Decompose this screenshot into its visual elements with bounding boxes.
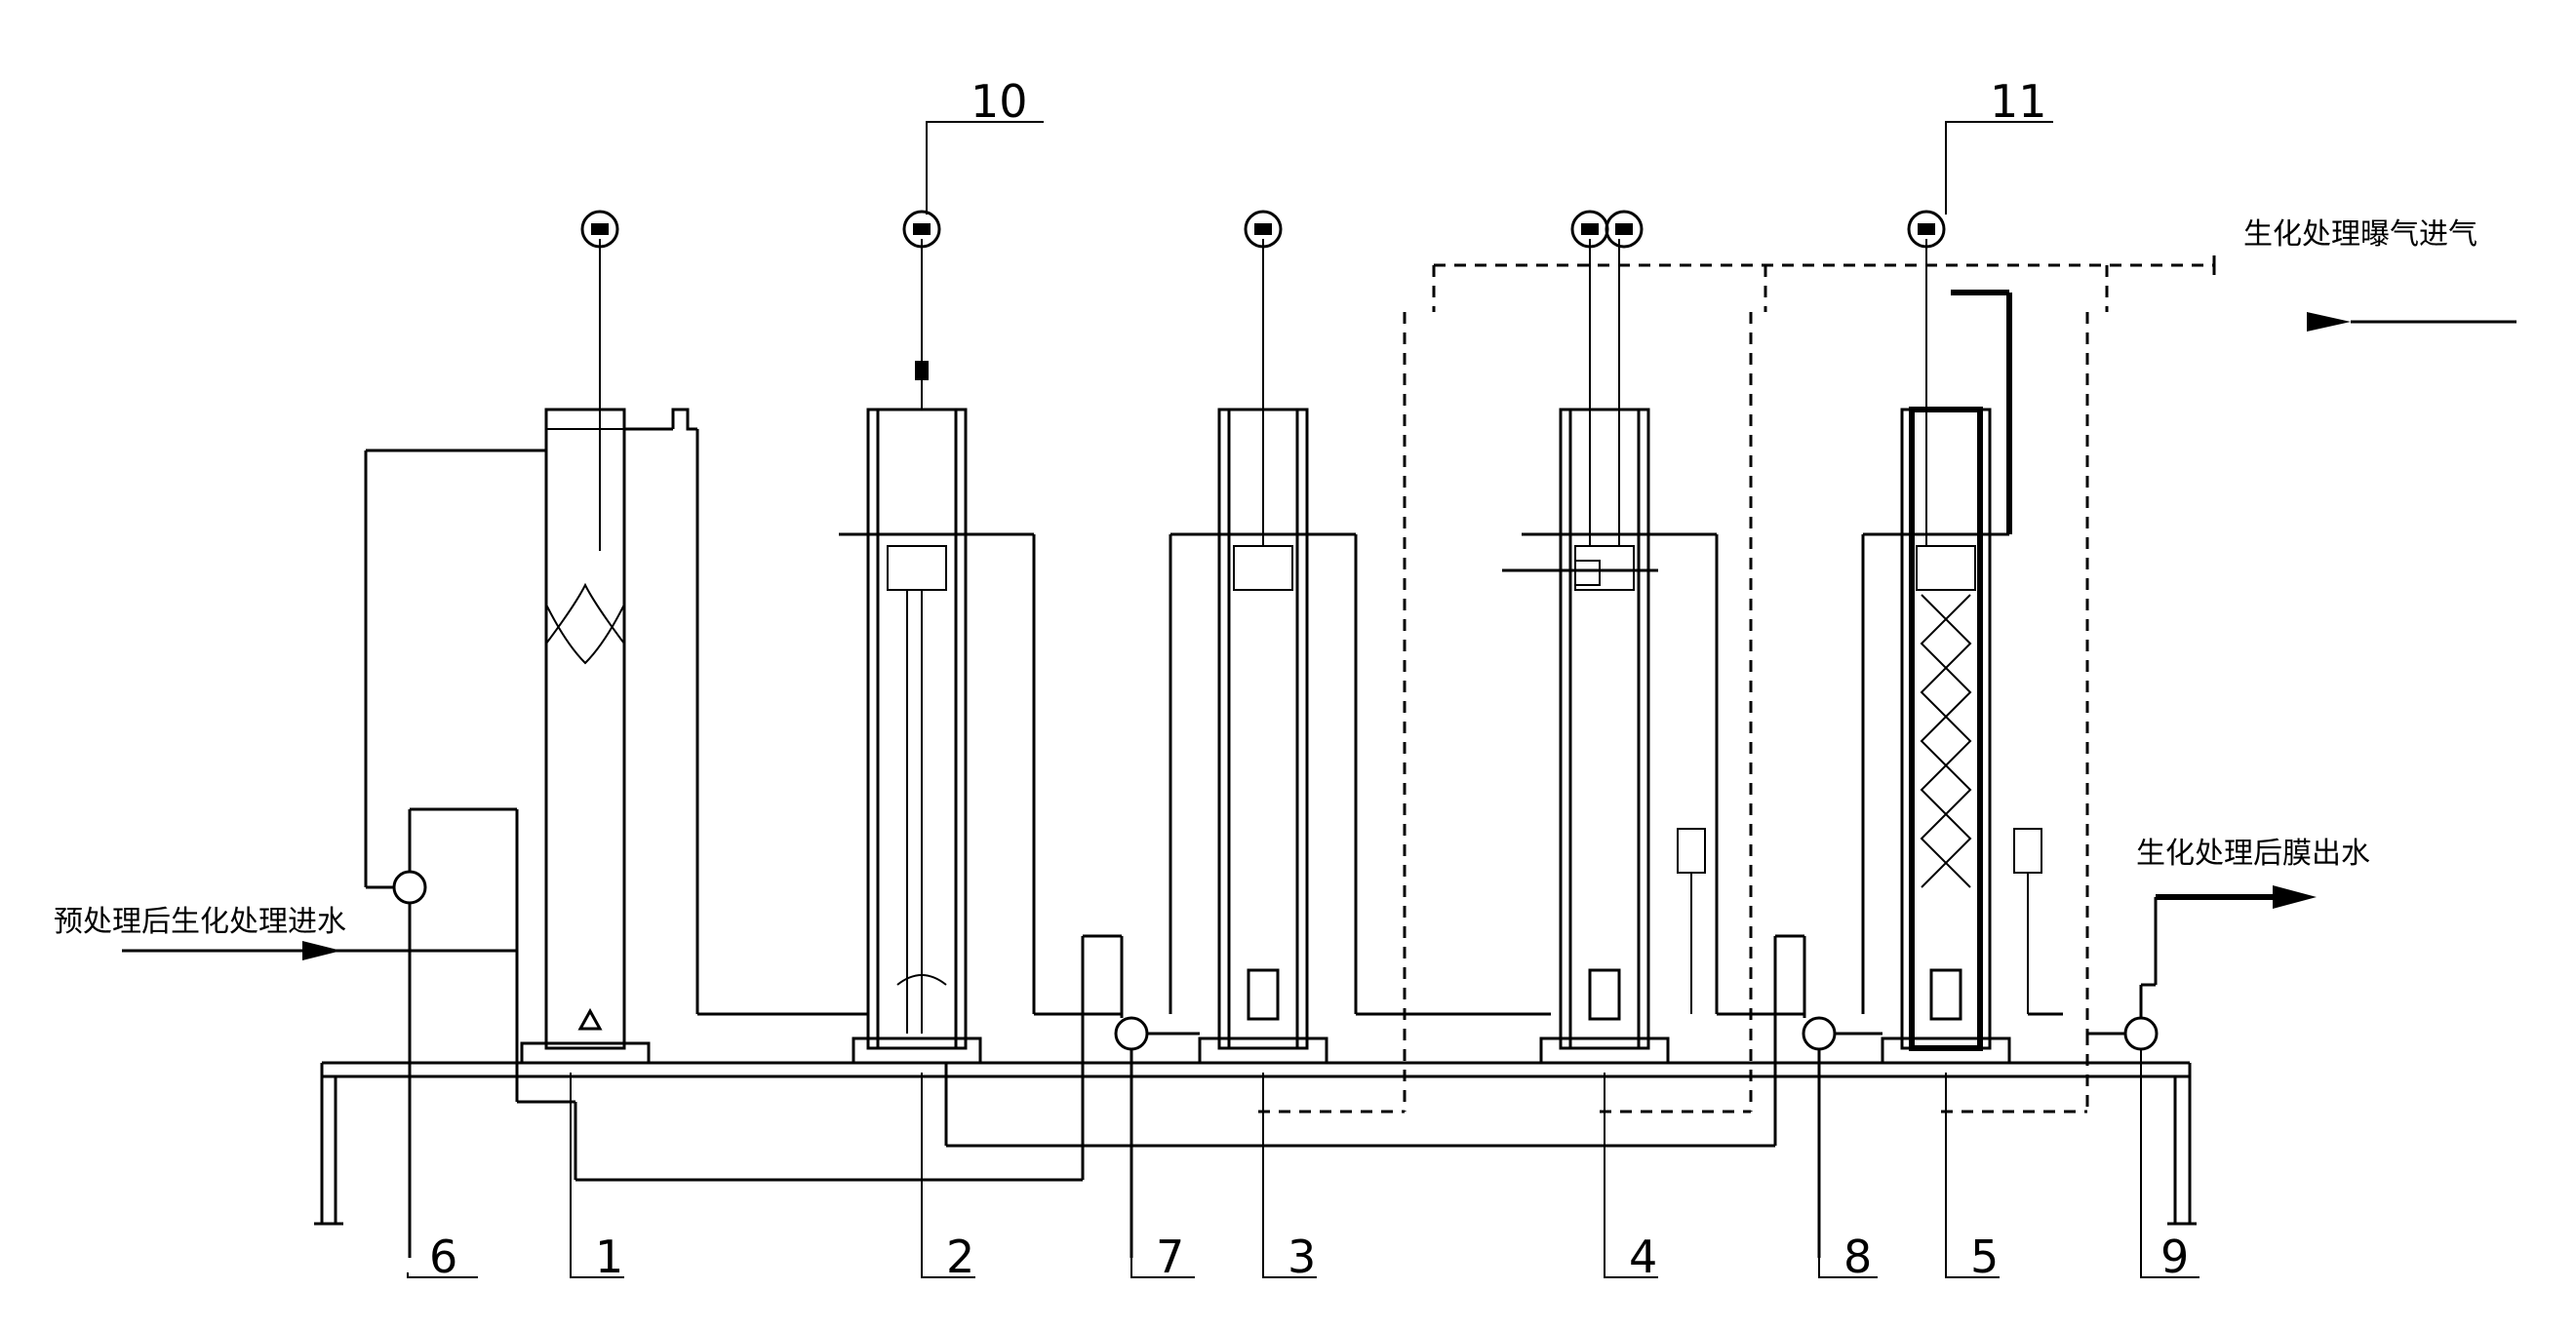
component-labels: 1 2 3 4 5 6 7 8 9 10 11 [429,75,2189,1283]
label-5: 5 [1970,1231,1999,1283]
pump-8 [944,934,1882,1258]
label-10: 10 [971,75,1028,128]
pump-7 [574,934,1200,1258]
label-1: 1 [595,1231,623,1283]
pump-6 [364,449,575,1258]
aeration-lines [1258,255,2517,1114]
aeration-label: 生化处理曝气进气 [2243,217,2477,252]
inlet-line [122,941,517,960]
column-4 [1502,210,1804,1065]
support-frame [314,1061,2197,1226]
stream-labels: 预处理后生化处理进水 生化处理曝气进气 生化处理后膜出水 [54,217,2477,939]
label-8: 8 [1843,1231,1872,1283]
column-3 [1169,210,1551,1065]
label-7: 7 [1156,1231,1184,1283]
label-9: 9 [2160,1231,2189,1283]
label-4: 4 [1629,1231,1657,1283]
label-11: 11 [1990,75,2047,128]
label-3: 3 [1288,1231,1316,1283]
label-leaders [407,121,2200,1278]
outlet-label: 生化处理后膜出水 [2136,837,2370,871]
column-2 [839,210,1122,1065]
column-5 [1861,210,2063,1065]
inlet-label: 预处理后生化处理进水 [54,905,346,939]
label-6: 6 [429,1231,457,1283]
column-1 [520,210,868,1065]
pump-9 [2087,885,2317,1051]
label-2: 2 [946,1231,974,1283]
